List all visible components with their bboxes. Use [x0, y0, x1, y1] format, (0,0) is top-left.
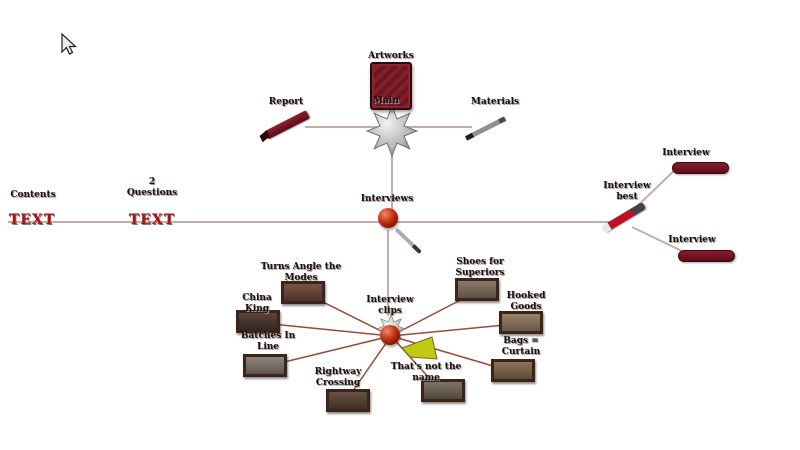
clip-label[interactable]: That's not the name	[390, 362, 462, 383]
interview-best-label[interactable]: Interview best	[603, 181, 651, 202]
clip-frame-icon[interactable]	[236, 310, 280, 333]
clip-label[interactable]: China King	[242, 293, 272, 314]
mouse-cursor-icon	[61, 32, 78, 55]
interview-top-label[interactable]: Interview	[662, 148, 710, 158]
artworks-card-icon[interactable]	[370, 62, 412, 110]
interviews-label[interactable]: Interviews	[360, 194, 414, 204]
interview-clips-label[interactable]: Interview clips	[366, 295, 414, 316]
clip-label[interactable]: Batches In Line	[240, 331, 296, 352]
clip-frame-icon[interactable]	[281, 281, 325, 304]
main-wires	[8, 126, 685, 316]
contents-label[interactable]: Contents	[10, 190, 56, 200]
clip-frame-icon[interactable]	[421, 379, 465, 402]
clip-label[interactable]: Turns Angle the Modes	[260, 262, 342, 283]
main-star-icon[interactable]	[366, 105, 418, 157]
interview-bottom-label[interactable]: Interview	[668, 235, 716, 245]
questions-label[interactable]: 2 Questions	[126, 177, 178, 198]
clip-label[interactable]: Bags = Curtain	[501, 336, 541, 357]
clip-label[interactable]: Rightway Crossing	[314, 367, 362, 388]
artworks-label[interactable]: Artworks	[368, 51, 414, 61]
clip-label[interactable]: Hooked Goods	[506, 291, 546, 312]
interviews-node-icon[interactable]	[378, 208, 398, 228]
clip-frame-icon[interactable]	[243, 354, 287, 377]
interview-bottom-bar-icon[interactable]	[678, 250, 735, 262]
materials-label[interactable]: Materials	[470, 97, 520, 107]
interview-top-bar-icon[interactable]	[672, 162, 729, 174]
contents-text-value[interactable]: TEXT	[8, 212, 56, 228]
main-label[interactable]: Main	[373, 96, 399, 106]
questions-text-value[interactable]: TEXT	[128, 212, 176, 228]
clips-node-icon[interactable]	[380, 325, 400, 345]
clip-frame-icon[interactable]	[326, 389, 370, 412]
report-label[interactable]: Report	[268, 97, 304, 107]
clip-frame-icon[interactable]	[455, 278, 499, 301]
clip-frame-icon[interactable]	[491, 359, 535, 382]
clip-spoke-wires	[261, 291, 516, 399]
clip-frame-icon[interactable]	[499, 311, 543, 334]
megaphone-icon	[401, 336, 438, 360]
clip-label[interactable]: Shoes for Superiors	[455, 257, 505, 278]
